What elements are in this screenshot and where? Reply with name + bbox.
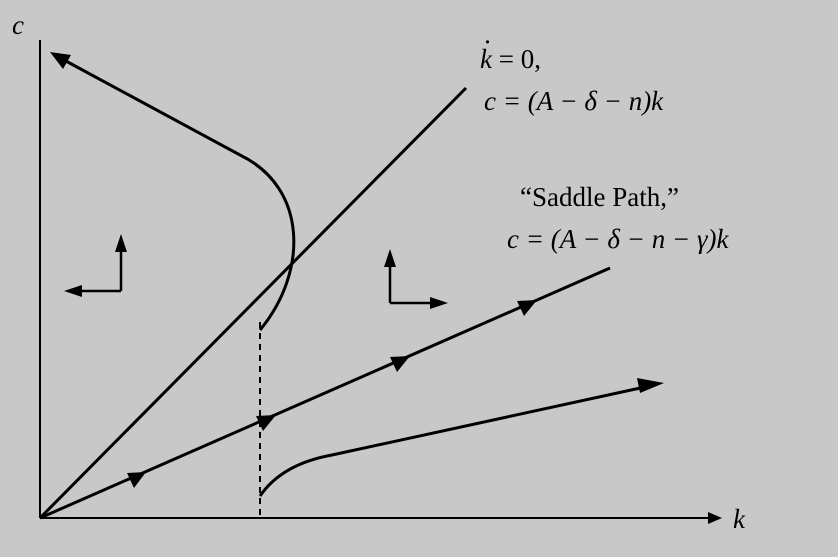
kdot-zero-line xyxy=(38,86,468,520)
right-region-right-arrowhead xyxy=(430,297,448,309)
left-region-up-arrowhead xyxy=(115,234,127,252)
kdot-rest: = 0, xyxy=(498,44,541,74)
saddle-arrow-3 xyxy=(390,356,410,372)
lower-trajectory xyxy=(258,385,646,497)
saddle-arrow-1 xyxy=(127,472,146,488)
upper-trajectory-arrowhead xyxy=(50,52,71,69)
x-axis-arrowhead xyxy=(708,512,722,524)
saddle-path-title: “Saddle Path,” xyxy=(520,182,679,212)
left-region-left-arrowhead xyxy=(64,285,82,297)
y-axis-label: c xyxy=(12,10,24,40)
saddle-arrow-4 xyxy=(517,300,537,316)
x-axis-label: k xyxy=(733,504,745,534)
kdot-variable: k xyxy=(480,44,492,74)
kdot-label-line1: k · = 0, xyxy=(480,29,541,74)
lower-trajectory-arrowhead xyxy=(637,378,664,393)
upper-trajectory xyxy=(63,58,296,331)
kdot-dot: · xyxy=(483,27,492,57)
saddle-arrow-2 xyxy=(256,415,276,431)
right-region-up-arrowhead xyxy=(384,249,396,267)
kdot-label-line2: c = (A − δ − n)k xyxy=(484,86,664,116)
saddle-path-equation: c = (A − δ − n − γ)k xyxy=(507,224,729,254)
